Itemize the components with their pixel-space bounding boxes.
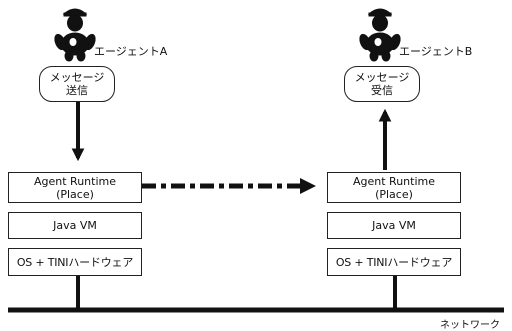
agent-b-runtime-line-2: (Place) — [375, 188, 413, 201]
agent-b-bubble-line-2: 受信 — [371, 84, 393, 97]
agent-b-runtime-line-1: Agent Runtime — [353, 175, 435, 188]
agent-a-label: エージェントA — [94, 43, 167, 59]
agent-a-figure-icon — [53, 9, 97, 61]
agent-a-runtime-line-2: (Place) — [56, 188, 94, 201]
agent-b-receive-bubble: メッセージ 受信 — [344, 66, 420, 102]
agent-b-label: エージェントB — [399, 43, 472, 59]
agent-a-send-bubble: メッセージ 送信 — [39, 66, 115, 102]
agent-b-os-box: OS + TINIハードウェア — [327, 248, 461, 276]
network-label: ネットワーク — [440, 316, 500, 331]
agent-a-jvm-box: Java VM — [8, 212, 142, 239]
agent-b-bubble-line-1: メッセージ — [355, 71, 410, 84]
agent-a-runtime-box: Agent Runtime (Place) — [8, 172, 142, 203]
agent-a-bubble-line-2: 送信 — [66, 84, 88, 97]
agent-a-os-box: OS + TINIハードウェア — [8, 248, 142, 276]
agent-b-runtime-box: Agent Runtime (Place) — [327, 172, 461, 203]
agent-b-figure-icon — [358, 9, 402, 61]
agent-a-runtime-line-1: Agent Runtime — [34, 175, 116, 188]
agent-b-jvm-box: Java VM — [327, 212, 461, 239]
agent-a-bubble-line-1: メッセージ — [50, 71, 105, 84]
